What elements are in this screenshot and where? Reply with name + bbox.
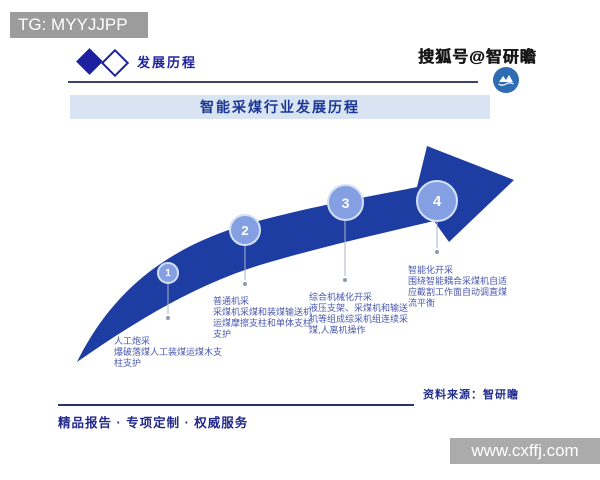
arrow-swoosh xyxy=(77,146,514,362)
stage-desc: 围绕智能耦合采煤机自适 应截割工作面自动调直煤 流平衡 xyxy=(408,276,508,308)
stage-title: 人工炮采 xyxy=(114,336,151,346)
stage-title: 智能化开采 xyxy=(408,265,454,275)
stage-circle-3: 3 xyxy=(327,184,364,221)
footer-tagline: 精品报告 · 专项定制 · 权威服务 xyxy=(58,416,249,430)
section-label: 发展历程 xyxy=(137,55,198,70)
diamond-outline-icon xyxy=(100,48,130,78)
mountain-wave-logo-icon xyxy=(493,67,519,93)
diamond-filled-icon xyxy=(76,48,103,75)
stage-text-block-3: 综合机械化开采 液压支架、采煤机和输送 机等组成综采机组连续采 煤,人离机操作 xyxy=(309,292,417,336)
stage-text-block-4: 智能化开采 围绕智能耦合采煤机自适 应截割工作面自动调直煤 流平衡 xyxy=(408,265,516,309)
stage-desc: 爆破落煤人工装煤运煤木支 柱支护 xyxy=(114,347,223,368)
stage-text-block-1: 人工炮采 爆破落煤人工装煤运煤木支 柱支护 xyxy=(114,336,230,369)
source-note: 资料来源：智研瞻 xyxy=(423,389,519,401)
site-watermark-banner: www.cxffj.com xyxy=(450,438,600,464)
stage-title: 综合机械化开采 xyxy=(309,292,373,302)
stage-desc: 采煤机采煤和装煤输送机 运煤摩擦支柱和单体支柱 支护 xyxy=(213,307,313,339)
header-divider xyxy=(68,81,478,83)
stage-title: 普通机采 xyxy=(213,296,250,306)
stage-desc: 液压支架、采煤机和输送 机等组成综采机组连续采 煤,人离机操作 xyxy=(309,303,409,335)
page-title: 智能采煤行业发展历程 xyxy=(70,95,490,119)
stage-circle-1: 1 xyxy=(157,262,179,284)
double-diamond-icon xyxy=(72,46,132,78)
sohu-account-label: 搜狐号@智研瞻 xyxy=(418,49,537,66)
stage-circle-2: 2 xyxy=(229,214,261,246)
stage-circle-4: 4 xyxy=(416,180,458,222)
tg-watermark-banner: TG: MYYJJPP xyxy=(10,12,148,38)
stage-text-block-2: 普通机采 采煤机采煤和装煤输送机 运煤摩擦支柱和单体支柱 支护 xyxy=(213,296,321,340)
footer-divider xyxy=(58,404,414,406)
